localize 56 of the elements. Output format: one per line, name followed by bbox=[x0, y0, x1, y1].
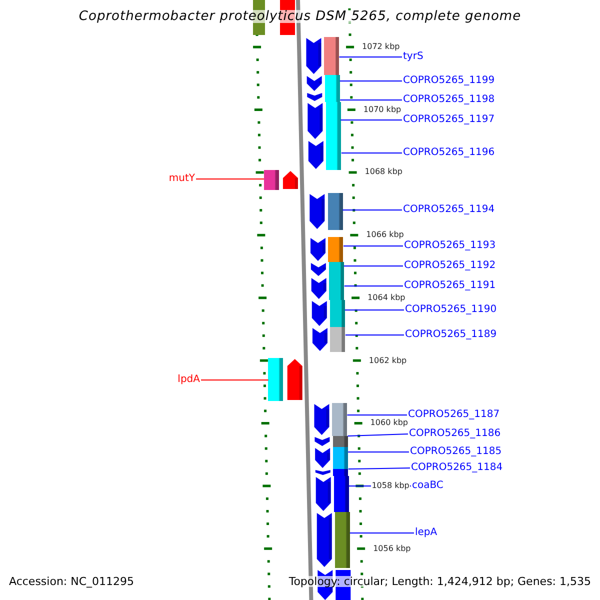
gene-bar bbox=[324, 37, 340, 75]
gene-bar bbox=[330, 300, 345, 327]
gene-label: COPRO5265_1196 bbox=[403, 148, 495, 158]
gene-bar bbox=[326, 140, 342, 170]
footer-text: Topology: circular; Length: 1,424,912 bp; Genes: 1,535 bbox=[288, 576, 591, 587]
gene-bar bbox=[330, 327, 346, 352]
scale-label: 1072 kbp bbox=[361, 43, 401, 51]
scale-label: 1068 kbp bbox=[364, 168, 404, 176]
leader-line bbox=[196, 178, 264, 180]
gene-bar bbox=[334, 476, 349, 512]
scale-label: 1070 kbp bbox=[362, 106, 402, 114]
gene-label: COPRO5265_1185 bbox=[410, 447, 502, 457]
gene-bar bbox=[332, 436, 348, 447]
leader-line bbox=[339, 80, 402, 82]
leader-line bbox=[347, 434, 408, 436]
gene-label: lepA bbox=[415, 528, 438, 538]
title: Coprothermobacter proteolyticus DSM 5265, complete genome bbox=[78, 10, 522, 23]
gene-bar bbox=[334, 512, 350, 568]
gene-label: COPRO5265_1191 bbox=[404, 281, 496, 291]
leader-line bbox=[348, 468, 410, 470]
gene-bar bbox=[332, 403, 348, 436]
scale-label: 1064 kbp bbox=[366, 294, 406, 302]
scale-label: 1056 kbp bbox=[372, 544, 412, 553]
gene-label: COPRO5265_1190 bbox=[405, 305, 497, 315]
scale-label: 1060 kbp bbox=[369, 419, 409, 428]
gene-bar bbox=[328, 237, 344, 262]
leader-line bbox=[349, 532, 414, 534]
gene-label: mutY bbox=[168, 174, 195, 184]
leader-line bbox=[344, 334, 404, 336]
gene-bar bbox=[264, 170, 279, 190]
gene-bar bbox=[333, 469, 348, 476]
gene-label: COPRO5265_1186 bbox=[409, 429, 501, 439]
gene-label: tyrS bbox=[403, 52, 424, 62]
gene-label: COPRO5265_1187 bbox=[408, 410, 500, 420]
gene-label: COPRO5265_1192 bbox=[404, 261, 496, 271]
leader-line bbox=[338, 56, 402, 58]
gene-label: COPRO5265_1193 bbox=[404, 241, 496, 251]
footer-text: Accession: NC_011295 bbox=[9, 576, 134, 587]
gene-bar bbox=[328, 193, 343, 230]
scale-label: 1066 kbp bbox=[365, 231, 405, 240]
gene-label: COPRO5265_1194 bbox=[403, 205, 495, 215]
gene-label: COPRO5265_1189 bbox=[405, 330, 497, 340]
gene-bar bbox=[268, 358, 284, 401]
gene-bar bbox=[328, 262, 344, 277]
gene-label: coaBC bbox=[412, 481, 444, 491]
gene-label: COPRO5265_1184 bbox=[411, 463, 503, 473]
leader-line bbox=[340, 152, 402, 154]
gene-bar bbox=[324, 75, 340, 92]
gene-bar bbox=[333, 447, 348, 469]
gene-label: lpdA bbox=[178, 375, 200, 385]
gene-label: COPRO5265_1199 bbox=[403, 76, 495, 86]
leader-line bbox=[346, 414, 408, 416]
gene-label: COPRO5265_1197 bbox=[403, 115, 495, 125]
gene-label: COPRO5265_1198 bbox=[403, 95, 495, 105]
scale-label: 1062 kbp bbox=[368, 356, 408, 364]
scale-label: 1058 kbp bbox=[370, 482, 410, 490]
